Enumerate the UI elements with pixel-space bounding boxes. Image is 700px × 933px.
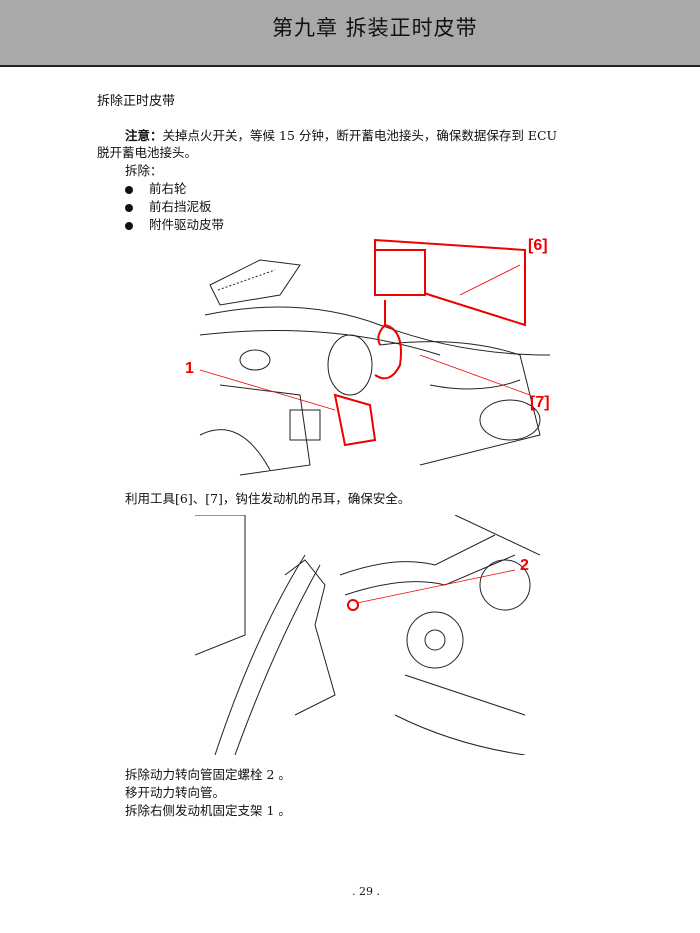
engine-lift-figure: [6] 1 [7] — [185, 237, 551, 476]
callout-6: [6] — [528, 237, 548, 254]
step-hook-engine: 利用工具[6]、[7]，钩住发动机的吊耳，确保安全。 — [125, 491, 411, 506]
note-line-1: 注意：关掉点火开关，等候 15 分钟，断开蓄电池接头，确保数据保存到 ECU — [125, 125, 557, 144]
note-line-2: 脱开蓄电池接头。 — [97, 145, 198, 160]
step-remove-bolt: 拆除动力转向管固定螺栓 2 。 — [125, 767, 291, 782]
bullet-icon — [125, 203, 133, 212]
step-move-pipe: 移开动力转向管。 — [125, 785, 226, 800]
power-steering-figure: 2 — [195, 515, 540, 755]
step-remove-bracket: 拆除右侧发动机固定支架 1 。 — [125, 803, 291, 818]
page-number: . 29 . — [352, 885, 380, 898]
bullet-icon — [125, 185, 133, 194]
list-item: 附件驱动皮带 — [125, 214, 224, 233]
bullet-icon — [125, 221, 133, 230]
list-item: 前右轮 — [125, 178, 187, 197]
list-item-text: 前右轮 — [149, 181, 187, 196]
note-text: 关掉点火开关，等候 15 分钟，断开蓄电池接头，确保数据保存到 ECU — [162, 128, 558, 143]
list-item-text: 附件驱动皮带 — [149, 217, 225, 232]
callout-1: 1 — [185, 360, 194, 377]
list-item-text: 前右挡泥板 — [149, 199, 212, 214]
note-label: 注意： — [125, 128, 163, 143]
remove-label: 拆除： — [125, 163, 163, 178]
chapter-title: 第九章 拆装正时皮带 — [272, 16, 478, 40]
chapter-header: 第九章 拆装正时皮带 — [0, 0, 700, 67]
callout-7: [7] — [530, 394, 550, 411]
section-title: 拆除正时皮带 — [97, 94, 176, 109]
list-item: 前右挡泥板 — [125, 196, 212, 215]
callout-2: 2 — [520, 557, 529, 574]
